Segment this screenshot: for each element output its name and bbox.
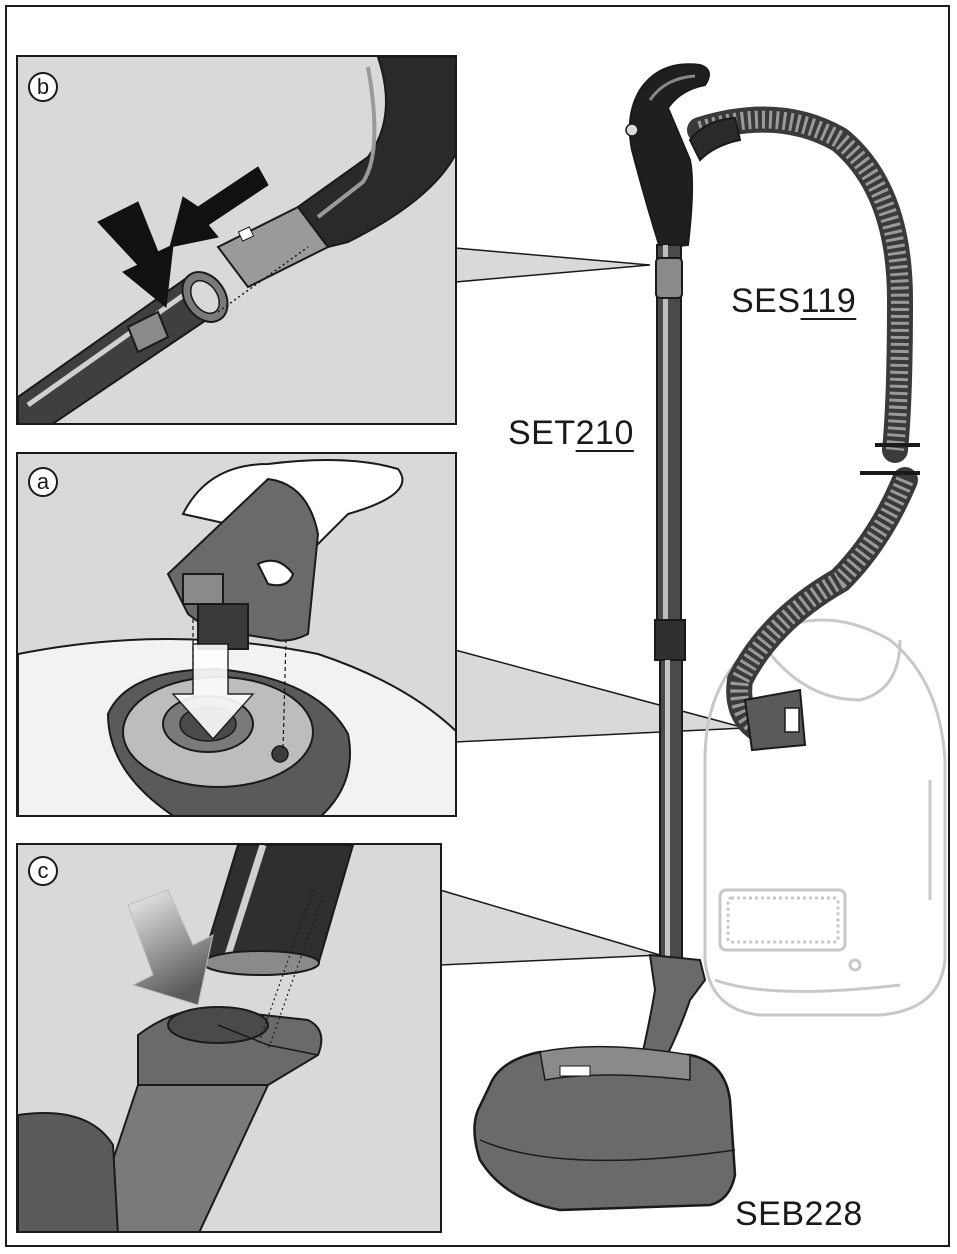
hose-socket	[743, 688, 807, 752]
arrow-down-icon	[97, 201, 174, 308]
hose-handle-to-tube-illustration	[18, 57, 455, 423]
tube-label-suffix: 210	[575, 414, 634, 452]
arrow-down-icon	[171, 643, 255, 741]
arrow-down-left-icon	[127, 889, 214, 1006]
hose-connector-into-socket-illustration	[18, 459, 455, 815]
callout-wedge-c	[439, 888, 661, 966]
callout-wedge-a	[454, 649, 746, 743]
panel-badge-b: b	[28, 72, 58, 102]
tube-into-floorhead-illustration	[18, 845, 355, 1231]
hose-handle	[628, 63, 710, 250]
hose-label: SES119	[731, 282, 856, 321]
floorhead-label: SEB228	[735, 1195, 863, 1233]
tube-label-prefix: SET	[508, 414, 576, 452]
canister-body	[703, 618, 947, 1017]
tube-label: SET210	[508, 414, 634, 453]
arrow-left-icon	[169, 166, 269, 248]
detail-panel-c	[16, 843, 442, 1233]
detail-panel-a	[16, 452, 457, 817]
hose-lower	[726, 467, 918, 743]
panel-badge-a: a	[28, 467, 58, 497]
floorhead-body	[473, 1050, 737, 1212]
hose-label-prefix: SES	[731, 282, 801, 320]
telescopic-tube-upper	[656, 244, 682, 626]
detail-panel-b	[16, 55, 457, 425]
panel-badge-c: c	[28, 856, 58, 886]
callout-wedge-b	[454, 247, 651, 283]
telescopic-tube-lower	[659, 659, 683, 961]
hose-label-suffix: 119	[800, 282, 857, 320]
